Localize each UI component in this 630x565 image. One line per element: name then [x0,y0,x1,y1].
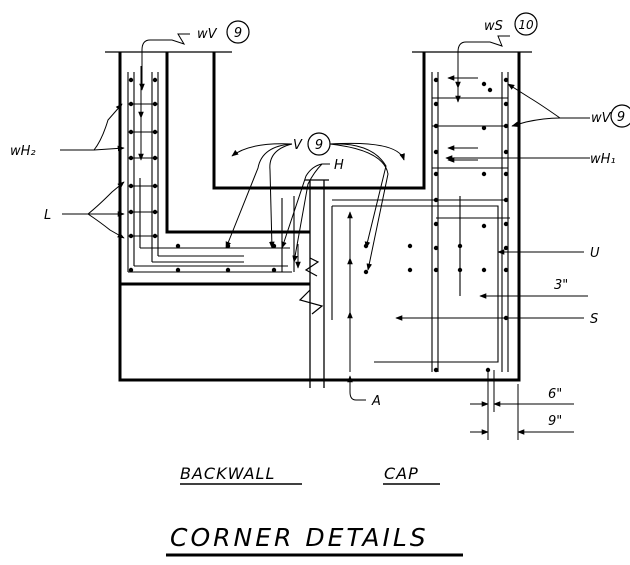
label-l: L [44,208,51,223]
leader-lines [60,33,590,401]
rebar-lines [127,72,510,372]
titles: BACKWALL CAP CORNER DETAILS [166,464,463,557]
subtitle-cap: CAP [384,464,419,483]
concrete-outline [105,51,532,388]
dim-3-inch: 3" [554,278,568,293]
subtitle-backwall: BACKWALL [180,464,275,483]
label-v-letters: V [293,138,303,153]
label-u: U [590,246,600,261]
label-wh2: wH₂ [10,144,36,159]
label-wv-letters: wV [197,27,218,42]
label-wv-number: 9 [234,26,242,41]
page-title: CORNER DETAILS [170,523,429,552]
label-wh1: wH₁ [590,152,616,167]
label-ws-number: 10 [518,18,534,32]
label-wv-right-number: 9 [617,110,625,125]
label-s: S [590,312,598,327]
label-ws-letters: wS [484,19,503,34]
label-v-number: 9 [315,138,323,153]
label-h: H [334,158,344,173]
internal-arrows [138,66,478,372]
callout-circles [226,12,630,156]
dimension-labels: 3" 6" 9" [548,278,568,429]
rebar-dots [128,77,509,373]
callout-labels: wV 9 wS 10 V 9 wV 9 wH₂ wH₁ H L U S A [10,18,625,409]
label-wv-right-letters: wV [591,111,612,126]
label-a: A [371,394,381,409]
dimension-lines [470,370,574,440]
dim-9-inch: 9" [548,414,562,429]
dim-6-inch: 6" [548,387,562,402]
